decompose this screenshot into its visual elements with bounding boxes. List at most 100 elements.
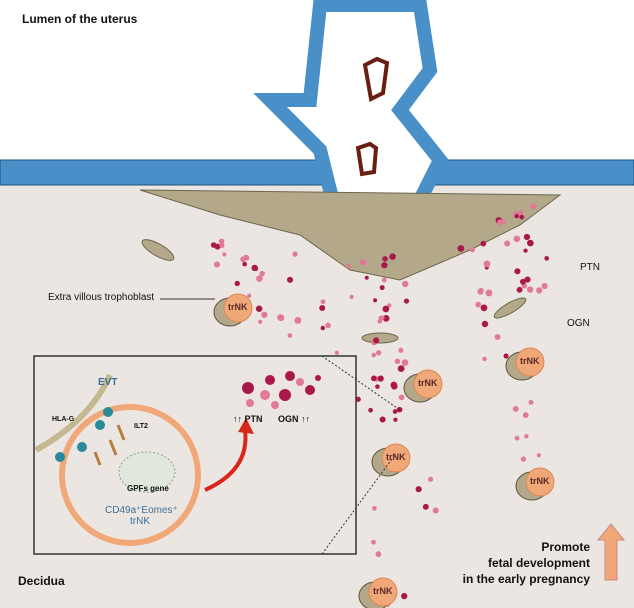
factor-dot (512, 405, 519, 412)
factor-dot (242, 261, 247, 267)
factor-dot (485, 289, 493, 297)
up-arrow-icon (596, 523, 626, 581)
factor-dot (482, 356, 487, 362)
factor-dot (381, 277, 387, 283)
nk-label: trNK (386, 452, 406, 462)
factor-dot (481, 320, 489, 328)
cell-label-line: CD49a⁺Eomes⁺ (105, 505, 178, 516)
factor-dot (514, 268, 521, 275)
promote-line: Promote (541, 540, 590, 554)
stromal-cell (141, 239, 175, 261)
factor-dot (355, 396, 361, 402)
factor-dot (243, 254, 250, 261)
nk-membrane (59, 404, 201, 546)
factor-dot (379, 416, 386, 423)
stromal-cell (493, 297, 527, 319)
blastocyst-fragment (355, 141, 379, 177)
factor-dot (520, 278, 526, 285)
factor-dot (251, 264, 258, 272)
factor-dot (260, 390, 270, 400)
stromal-cell (361, 332, 399, 344)
factor-dot (391, 383, 398, 390)
nk-label: trNK (530, 476, 550, 486)
nk-cell (381, 443, 411, 473)
factor-dot (375, 384, 380, 389)
factor-dot (382, 305, 390, 313)
arrow-head (238, 418, 254, 434)
factor-dot (432, 507, 439, 514)
nk-label: trNK (520, 356, 540, 366)
factor-dot (287, 276, 294, 283)
factor-dot (247, 293, 252, 298)
inset-factor-dots (242, 371, 321, 409)
promote-text: Promote fetal development in the early p… (463, 539, 590, 587)
factor-dot (523, 248, 528, 253)
factor-dot (222, 252, 227, 257)
factor-dot (541, 283, 548, 290)
factor-dot (516, 286, 523, 293)
factor-dot (372, 505, 377, 511)
factor-dot (285, 371, 295, 381)
trophoblast-layer (139, 189, 562, 281)
factor-dot (524, 434, 529, 439)
promote-line: fetal development (487, 556, 590, 570)
factor-dot (544, 256, 549, 261)
inset-evt-label: EVT (98, 377, 118, 388)
factor-dot (246, 399, 254, 407)
factor-dot (389, 253, 396, 260)
cell-label: CD49a⁺Eomes⁺ trNK (105, 505, 178, 527)
factor-dot (349, 294, 354, 300)
factor-dot (371, 375, 377, 382)
promote-line: in the early pregnancy (462, 572, 590, 586)
factor-dot (256, 275, 263, 282)
factor-dot (371, 539, 376, 545)
ilt2-label: ILT2 (134, 423, 148, 430)
hla-g-molecules (55, 407, 113, 462)
factor-dot (315, 375, 321, 381)
factor-dot (494, 334, 501, 340)
factor-dot (377, 375, 384, 382)
decidua-label: Decidua (18, 574, 65, 588)
factor-dot (373, 337, 380, 344)
cell-label-line: trNK (130, 516, 150, 527)
factor-dot (396, 406, 403, 413)
factor-dot (475, 301, 482, 308)
factor-dot (480, 240, 487, 247)
factor-dot (526, 286, 534, 293)
factor-dot (501, 219, 507, 224)
ogn-label: OGN (567, 318, 590, 329)
blastocyst-fragment (362, 56, 390, 102)
factor-dot (258, 319, 263, 325)
factor-dot (346, 263, 351, 269)
gene-label: GPFs gene (127, 484, 169, 493)
factor-dot (234, 280, 240, 287)
factor-dot (524, 276, 531, 283)
factor-dot (522, 412, 529, 419)
factor-dot (371, 352, 377, 358)
factor-dot (480, 304, 488, 312)
factor-dot (287, 333, 293, 338)
factor-dot (305, 385, 315, 395)
factor-dot (477, 288, 484, 295)
factor-dot (483, 260, 491, 268)
factor-dot (518, 210, 524, 216)
factor-dot (378, 315, 384, 321)
factor-dot (279, 389, 291, 401)
ptn-up-label: ↑↑ PTN (233, 414, 263, 424)
factor-dot (373, 298, 378, 303)
factor-dot (368, 407, 373, 413)
factor-dot (325, 322, 331, 329)
factor-dot (319, 305, 326, 312)
nk-cell (223, 293, 253, 323)
factor-dot (536, 453, 541, 458)
factor-dot (382, 256, 388, 262)
factor-dot (528, 399, 534, 405)
factor-dot (292, 251, 298, 257)
factor-dot (387, 303, 392, 308)
factor-dot (519, 214, 525, 220)
factor-dot (320, 325, 326, 331)
factor-dot (334, 350, 339, 355)
factor-dot (536, 287, 543, 294)
